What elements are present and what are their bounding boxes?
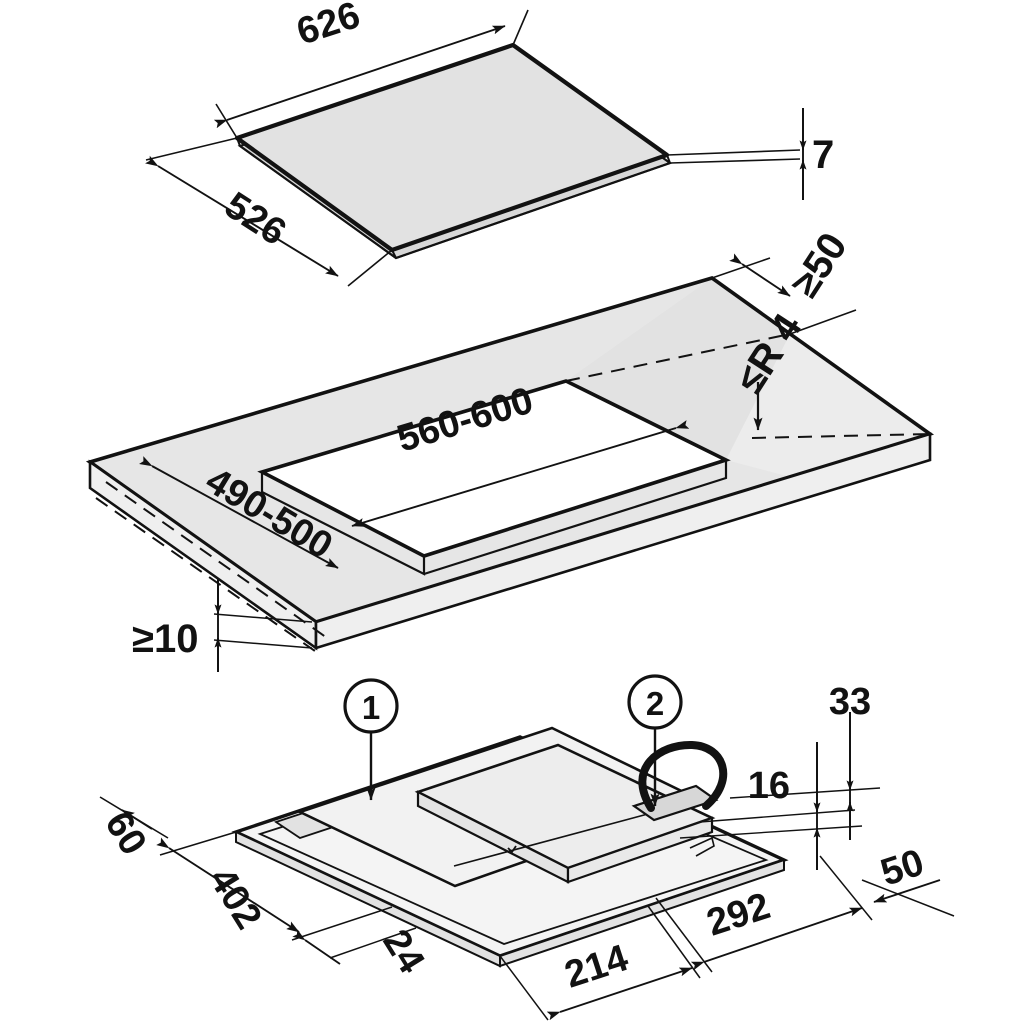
hob-detail-step [689,836,715,857]
dim-526-label: 526 [217,184,293,254]
callout-2-number: 2 [646,685,664,722]
dimline-214 [546,967,693,1021]
leader-33-top [729,787,881,799]
plate-left-thickness [236,137,241,147]
dimline-526 [145,155,339,277]
extline-402-b [291,906,393,941]
extline-60 [99,796,169,839]
leader-16-top [699,809,856,823]
extline-214-b [647,905,701,979]
hidden-line-rear-band-2 [789,333,839,369]
power-cable [638,740,728,812]
callout-1-number: 1 [362,689,380,726]
extline-292-b [819,855,873,921]
extline-214-a [499,955,549,1021]
dim-214-label: 214 [560,937,633,997]
leader-10-bottom [213,639,313,649]
leader-10-top [213,613,313,623]
view-worktop-cutout: 560-600 490-500 ≥50 ≤R 4 ≥10 [85,225,935,672]
dim-402-label: 402 [200,861,269,937]
dim-60-label: 60 [96,805,154,863]
extline-24 [329,927,417,959]
extline-526-a [145,137,238,161]
dimline-24 [292,929,341,965]
worktop-front-thickness [314,432,932,650]
leader-16-bottom [679,825,863,839]
plate-front-thickness [391,249,397,259]
extline-292-a [655,897,713,973]
dim-16-label: 16 [748,765,790,807]
plate-right-thickness [666,154,671,164]
hob-detail-notch [507,845,517,854]
dimline-292 [690,907,863,971]
cutout-inner-wall-front [423,460,728,576]
leader-7-bottom [669,158,801,164]
hidden-line-rear-band [565,333,791,382]
callout-2-bubble [627,674,683,730]
extline-rear-b [789,309,857,335]
view-hob-plate: 626 526 7 [145,0,834,287]
callout-1-bubble [343,678,399,734]
extline-526-b [347,249,393,287]
dim-rear-clearance-label: ≥50 [783,225,856,305]
dim-626-label: 626 [292,0,365,54]
dimline-rear-clearance [729,253,791,297]
hob-module-front-face [566,816,714,884]
extline-626-b [512,9,529,46]
dim-10-label: ≥10 [132,617,198,661]
worktop-shaded-band [566,278,790,460]
dimline-402 [156,837,300,933]
dimline-490-500 [138,456,339,569]
dimline-50 [873,879,941,903]
leader-7-top [666,149,801,156]
extline-rear-a [711,257,771,279]
dim-7-label: 7 [812,133,834,177]
hidden-line-right [751,433,931,439]
hob-flange-front-edge [499,858,785,968]
dimline-626 [213,25,506,129]
view-hob-underside: 1 2 60 402 24 214 292 50 [96,674,955,1021]
dimline-560-600 [351,420,690,527]
plate-top-face [234,42,670,253]
dim-33-label: 33 [829,681,871,723]
extline-50 [861,879,955,917]
extline-402-a [159,831,237,856]
extline-626-a [215,103,238,139]
